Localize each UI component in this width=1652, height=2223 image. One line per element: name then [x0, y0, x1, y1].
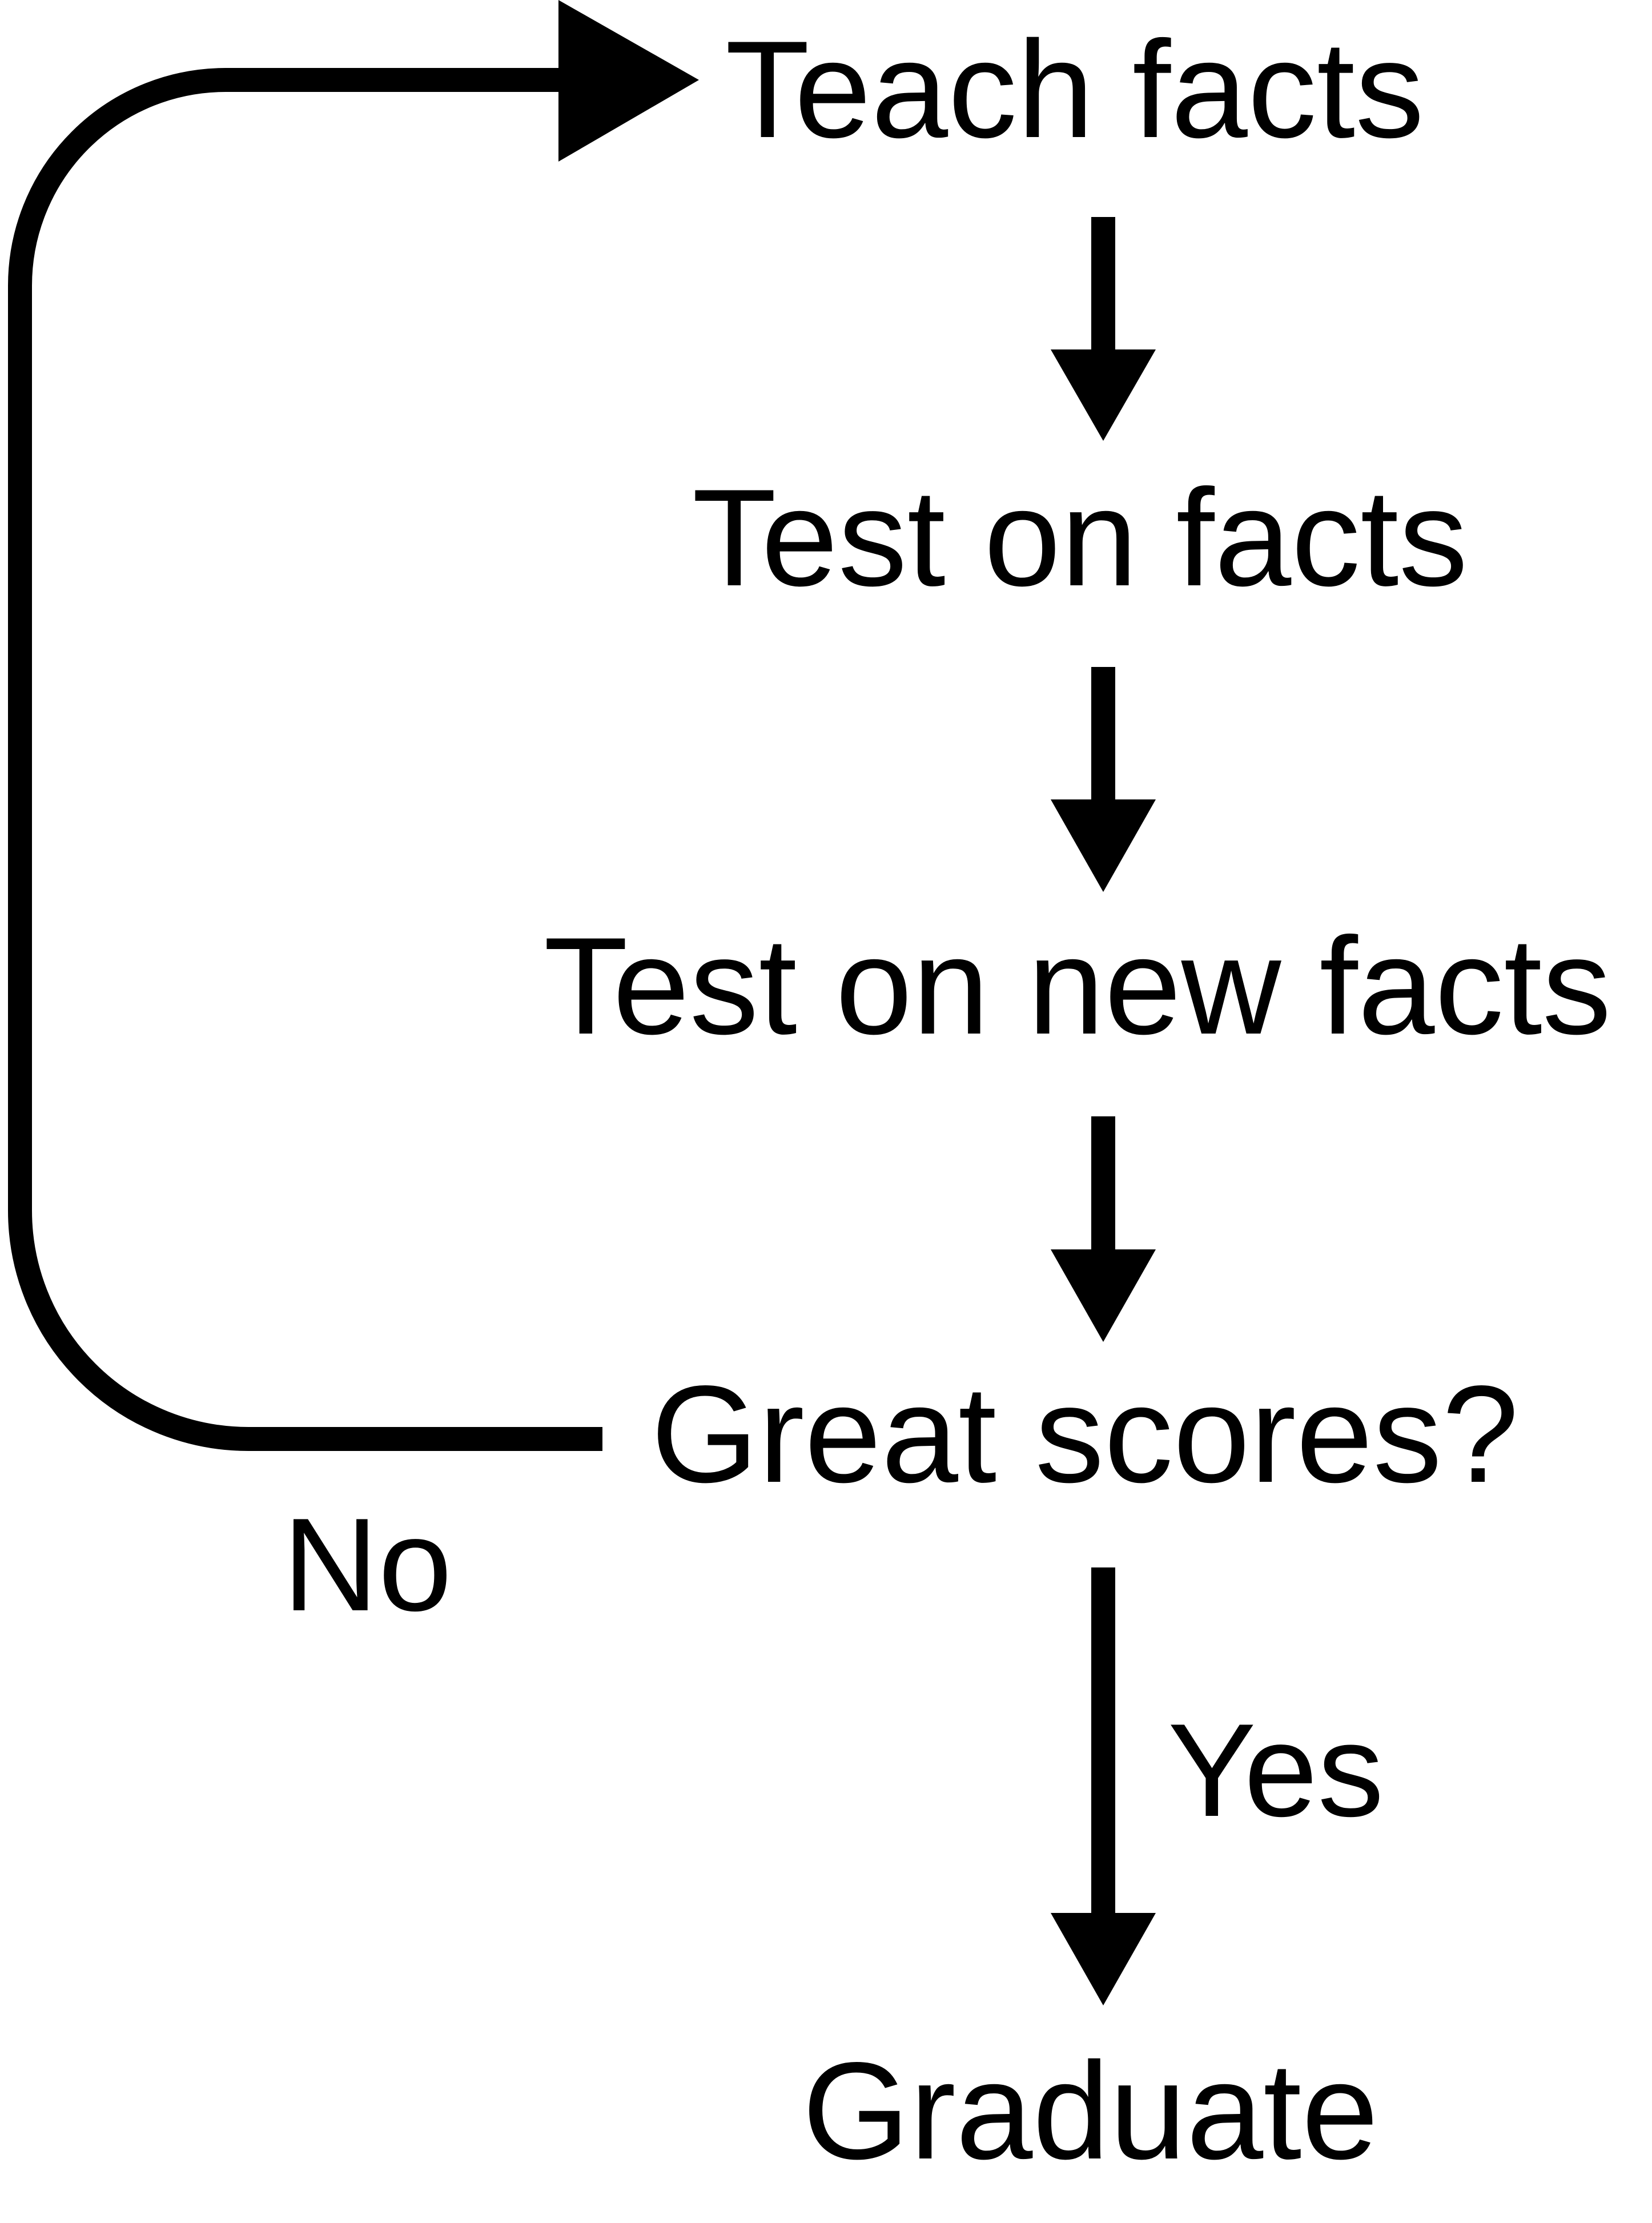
arrow-decision-to-graduate — [1051, 1567, 1156, 2005]
arrow-test-new-to-decision — [1051, 1116, 1156, 1342]
arrow-decision-to-teach-loop — [8, 0, 699, 1451]
node-teach-facts: Teach facts — [725, 13, 1424, 167]
edge-label-no: No — [283, 1491, 452, 1639]
arrow-teach-to-test — [1051, 217, 1156, 441]
edge-label-yes: Yes — [1168, 1697, 1384, 1844]
arrow-test-to-test-new — [1051, 667, 1156, 892]
node-great-scores: Great scores? — [651, 1357, 1519, 1512]
node-graduate: Graduate — [802, 2034, 1378, 2188]
node-test-on-facts: Test on facts — [692, 461, 1468, 615]
node-test-on-new-facts: Test on new facts — [544, 909, 1611, 1063]
